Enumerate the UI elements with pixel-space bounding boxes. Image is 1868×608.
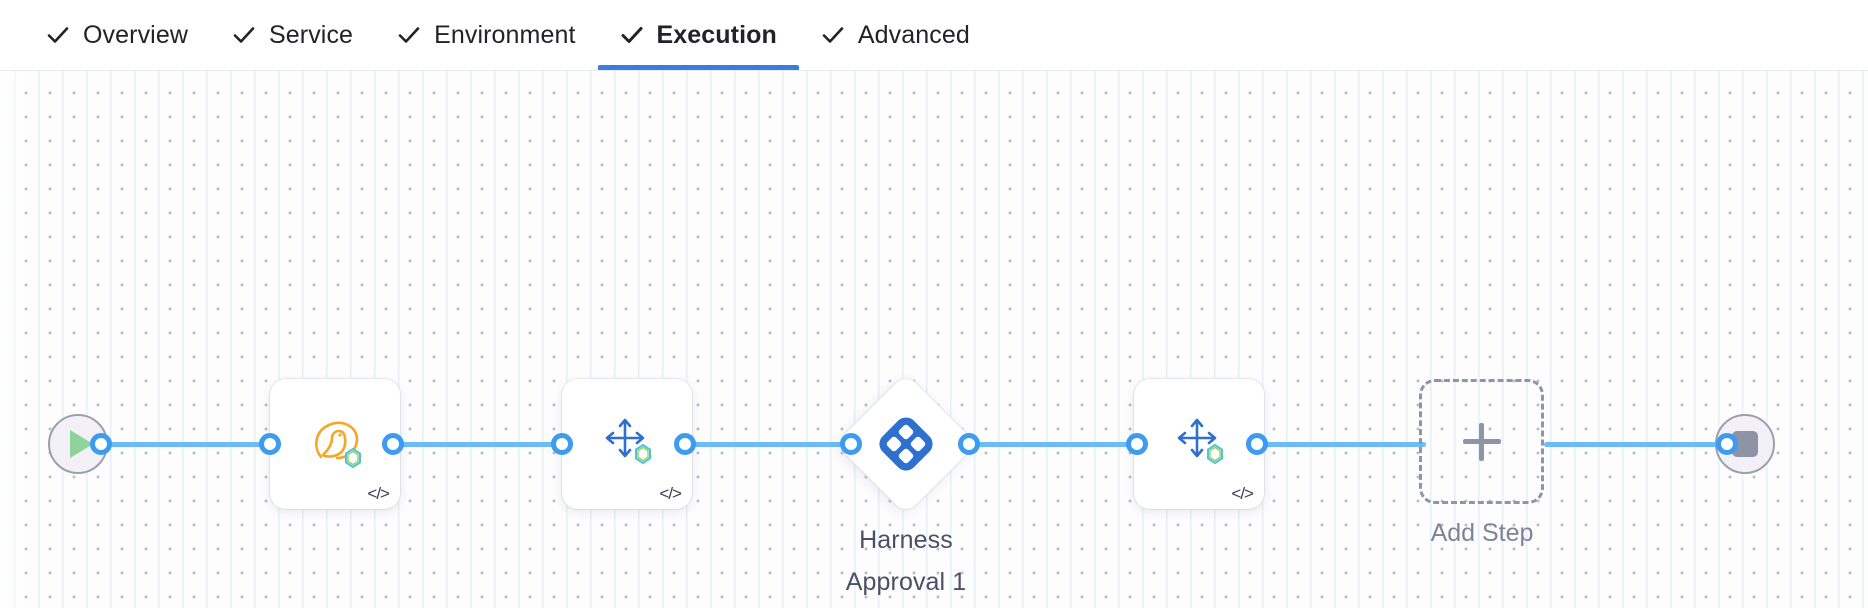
add-step-label: Add Step: [1430, 519, 1534, 547]
port-resize2-in[interactable]: [1126, 433, 1148, 455]
resize-arrows-icon: [1134, 379, 1264, 509]
tanzu-bird-icon: [270, 379, 400, 509]
check-icon: [232, 23, 256, 47]
tab-overview[interactable]: Overview: [24, 0, 210, 70]
tab-label: Overview: [83, 20, 188, 49]
edge-approval-to-resize2: [966, 442, 1134, 447]
code-icon: </>: [1231, 484, 1254, 503]
step-node-app-resize[interactable]: </> App Resize: [562, 379, 692, 509]
code-icon: </>: [659, 484, 682, 503]
play-icon: [70, 430, 93, 458]
port-end-in[interactable]: [1716, 433, 1738, 455]
pipeline-canvas[interactable]: </> Canary App Setup: [0, 71, 1868, 608]
tab-environment[interactable]: Environment: [375, 0, 597, 70]
tab-label: Execution: [656, 20, 777, 49]
edge-canary-to-appresize: [390, 442, 562, 447]
check-icon: [46, 23, 70, 47]
code-icon: </>: [367, 484, 390, 503]
resize-arrows-icon: [562, 379, 692, 509]
wizard-tab-bar: Overview Service Environment Execution A…: [0, 0, 1868, 71]
tab-execution[interactable]: Execution: [597, 0, 800, 70]
pipeline-graph: </> Canary App Setup: [0, 71, 1868, 608]
tab-service[interactable]: Service: [210, 0, 375, 70]
port-resize2-out[interactable]: [1246, 433, 1268, 455]
port-approval-in[interactable]: [840, 433, 862, 455]
port-canary-in[interactable]: [259, 433, 281, 455]
edge-appresize-to-approval: [682, 442, 848, 447]
step-node-canary-app-setup[interactable]: </> Canary App Setup: [270, 379, 400, 509]
tab-advanced[interactable]: Advanced: [799, 0, 992, 70]
port-canary-out[interactable]: [382, 433, 404, 455]
port-start-out[interactable]: [90, 433, 112, 455]
edge-resize2-to-addstep: [1254, 442, 1426, 447]
step-node-app-resize-2[interactable]: </> App Resize 2: [1134, 379, 1264, 509]
port-appresize-in[interactable]: [551, 433, 573, 455]
step-node-harness-approval-1[interactable]: Harness Approval 1: [835, 373, 977, 596]
step-card[interactable]: </>: [1134, 379, 1264, 509]
edge-start-to-canary: [98, 442, 270, 447]
tab-label: Advanced: [857, 20, 970, 49]
port-approval-out[interactable]: [958, 433, 980, 455]
step-card[interactable]: </>: [270, 379, 400, 509]
check-icon: [821, 23, 845, 47]
plus-icon-vertical: [1479, 422, 1484, 461]
step-node-label: Harness Approval 1: [776, 519, 1036, 603]
check-icon: [620, 23, 644, 47]
step-node-label-line1: Harness: [859, 526, 953, 554]
add-step-button[interactable]: [1419, 379, 1544, 504]
step-card[interactable]: </>: [562, 379, 692, 509]
tab-label: Service: [269, 20, 354, 49]
check-icon: [397, 23, 421, 47]
edge-addstep-to-end: [1544, 442, 1724, 447]
port-appresize-out[interactable]: [674, 433, 696, 455]
step-node-label-line2: Approval 1: [845, 568, 967, 596]
harness-logo-icon: [835, 373, 977, 515]
tab-label: Environment: [434, 20, 576, 49]
